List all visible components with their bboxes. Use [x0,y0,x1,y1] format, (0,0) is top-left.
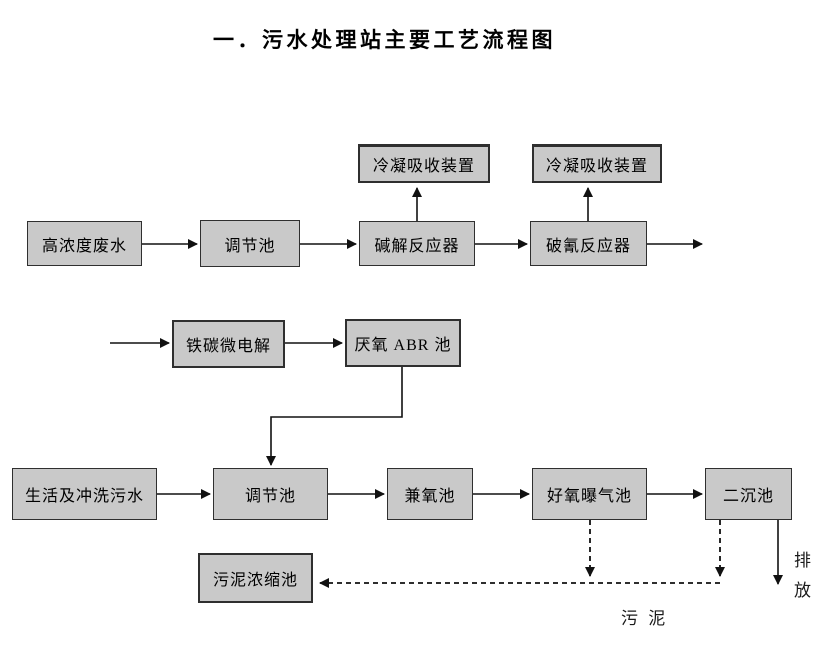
node-secondary-sedimentation-tank: 二沉池 [705,468,792,520]
node-condenser-2: 冷凝吸收装置 [532,144,662,183]
label-sludge: 污 泥 [621,609,669,628]
node-anaerobic-abr-tank: 厌氧 ABR 池 [345,319,461,367]
arrow-abr-to-reg2 [266,367,403,466]
node-facultative-tank: 兼氧池 [387,468,473,520]
page-title: 一．污水处理站主要工艺流程图 [213,29,556,52]
node-sludge-thickening-tank: 污泥浓缩池 [198,553,313,603]
node-cyanide-breaking-reactor: 破氰反应器 [530,221,647,266]
node-alkaline-hydrolysis-reactor: 碱解反应器 [359,221,475,266]
node-regulating-tank-2: 调节池 [213,468,328,520]
label-discharge: 排放 [794,551,811,600]
node-regulating-tank-1: 调节池 [200,220,300,267]
node-domestic-flushing-sewage: 生活及冲洗污水 [12,468,157,520]
node-condenser-1: 冷凝吸收装置 [358,144,490,183]
node-high-concentration-wastewater: 高浓度废水 [27,221,142,266]
node-aerobic-aeration-tank: 好氧曝气池 [532,468,647,520]
node-iron-carbon-microelectrolysis: 铁碳微电解 [172,320,285,368]
